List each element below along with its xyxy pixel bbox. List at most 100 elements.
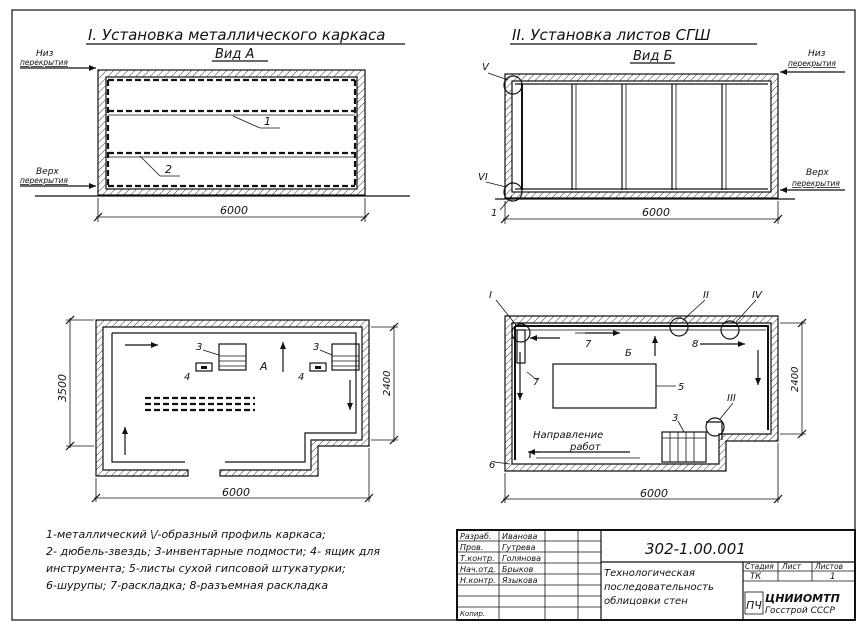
title-block-frame: [456, 529, 856, 621]
dim-tick-d-left: [500, 494, 510, 504]
gypsum-sheet-stack: [552, 363, 657, 409]
name-4: Языкова: [501, 576, 538, 585]
dim-tick-a-left: [93, 212, 103, 222]
toolbox-a1: [195, 362, 213, 372]
dim-6000-b: 6000: [642, 206, 670, 219]
leader-7b: [526, 371, 538, 381]
roman-iv-plan: IV: [752, 290, 763, 301]
legend-line-1: 1-металлический \/-образный профиль карк…: [46, 528, 326, 541]
plan-a-walls: [95, 319, 370, 477]
corner-note: Копир.: [460, 610, 485, 618]
dim-tick-b-left: [500, 214, 510, 224]
plan-b: I II IV III 7 Б 8 7 5 3 Направление: [489, 290, 807, 504]
view-a-wall-opening: [105, 76, 358, 190]
leader-3a: [202, 349, 220, 356]
dim-tick-a-right: [360, 212, 370, 222]
dim-tick-2400b-bot: [797, 429, 807, 439]
niz-label-b: Низ: [808, 49, 826, 59]
verh-perekr-b: перекрытия: [792, 179, 840, 188]
view-b-title: II. Установка листов СГШ: [512, 26, 711, 44]
roman-ii-plan: II: [703, 290, 709, 301]
dim-6000-d: 6000: [640, 487, 668, 500]
sheets-value: 1: [830, 572, 835, 582]
leader-6: [493, 461, 511, 465]
plan-a-frame: [112, 332, 357, 463]
dim-2400-a: 2400: [382, 371, 393, 396]
leader-vi: [485, 181, 507, 188]
sheet-frame: [11, 9, 856, 621]
view-label-b: Б: [625, 348, 632, 359]
plan-a-frame-left: [111, 333, 185, 463]
leader-p2: [683, 299, 706, 320]
leader-3b: [319, 349, 333, 356]
plan-b-walls: [504, 315, 779, 472]
org-line-1: ЦНИИОМТП: [765, 592, 840, 605]
org-prefix: ПЧ: [746, 599, 762, 612]
dim-tick-2400a-top: [389, 322, 399, 332]
plan-a: 3 3 4 4 А 6000 3500: [56, 315, 399, 503]
roman-v: V: [482, 62, 490, 73]
doc-title-line-1: Технологическая: [604, 568, 695, 579]
view-b-wall-opening: [511, 80, 772, 193]
dim-2400-b: 2400: [790, 367, 801, 392]
view-a-subtitle: Вид А: [215, 47, 254, 62]
toolbox-a2-mark: [315, 366, 321, 369]
roman-iii-plan: III: [727, 393, 736, 404]
doc-title-line-3: облицовки стен: [604, 595, 688, 607]
dim-tick-b-right: [773, 214, 783, 224]
corner-detail: [706, 421, 723, 440]
sheet-label: Лист: [781, 562, 802, 571]
org-prefix-box: [744, 591, 764, 615]
dim-3500: 3500: [56, 374, 69, 402]
detail-circle-vi: [503, 182, 523, 202]
niz-perekr-a: перекрытия: [20, 58, 68, 67]
toolbox-a2: [309, 362, 327, 372]
callout-8: 8: [692, 339, 698, 350]
stage-value: ТК: [750, 572, 762, 582]
name-0: Иванова: [502, 532, 537, 541]
direction-label-1: Направление: [533, 430, 603, 441]
view-a-title: I. Установка металлического каркаса: [88, 26, 385, 44]
detail-circle-i: [511, 323, 531, 343]
scaffold-a1: [218, 343, 247, 371]
detail-circle-v: [503, 75, 523, 95]
dim-6000-a: 6000: [220, 204, 248, 217]
view-label-a: А: [259, 360, 268, 373]
niz-perekr-b: перекрытия: [788, 59, 836, 68]
view-b-subtitle: Вид Б: [633, 49, 672, 64]
verh-perekr-a: перекрытия: [20, 176, 68, 185]
verh-label-a: Верх: [36, 167, 59, 177]
callout-3b: 3: [313, 342, 319, 353]
leader-v: [487, 72, 509, 81]
scaffold-a2: [331, 343, 360, 371]
dim-tick-3500-bot: [65, 441, 75, 451]
view-a-elevation: I. Установка металлического каркаса Вид …: [20, 26, 410, 222]
scaffold-b: [661, 431, 707, 463]
callout-4b: 4: [298, 372, 304, 383]
dim-tick-c-left: [91, 493, 101, 503]
name-1: Гутрева: [502, 543, 536, 552]
title-block: Разраб. Пров. Т.контр. Нач.отд. Н.контр.…: [456, 529, 856, 621]
dim-tick-2400a-bot: [389, 435, 399, 445]
plan-b-corner-strip: [516, 329, 526, 364]
callout-1: 1: [264, 115, 271, 128]
dim-tick-c-right: [364, 493, 374, 503]
legend: 1-металлический \/-образный профиль карк…: [46, 528, 380, 592]
callout-5: 5: [678, 382, 684, 393]
callout-2: 2: [165, 163, 172, 176]
detail-circle-iii: [705, 417, 725, 437]
leader-2: [139, 155, 161, 177]
role-2: Т.контр.: [460, 554, 495, 563]
leader-3c: [677, 420, 685, 433]
callout-1-b: 1: [491, 208, 497, 219]
dim-tick-d-right: [773, 494, 783, 504]
view-b-elevation: II. Установка листов СГШ Вид Б V VI 1 Ни…: [478, 26, 845, 224]
name-3: Брыков: [502, 565, 534, 574]
roman-i-plan: I: [489, 290, 492, 301]
niz-label-a: Низ: [36, 49, 54, 59]
roman-vi: VI: [478, 172, 488, 183]
legend-line-2: 2- дюбель-звездь; 3-инвентарные подмости…: [46, 545, 380, 558]
detail-circle-iv: [720, 320, 740, 340]
callout-3c: 3: [672, 413, 678, 424]
